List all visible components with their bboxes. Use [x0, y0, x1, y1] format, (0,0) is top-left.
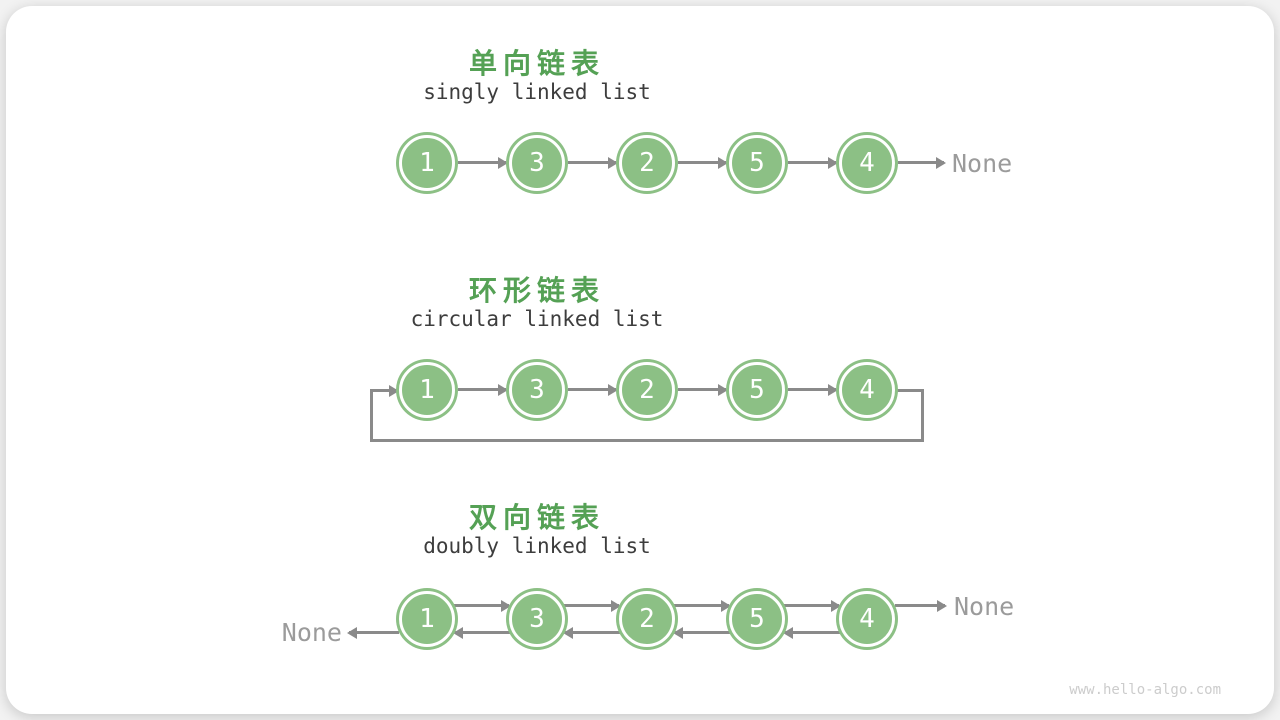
arrow-right-icon — [458, 161, 506, 164]
loop-back-path-segment — [896, 389, 922, 392]
doubly-node-5: 4 — [839, 591, 895, 647]
doubly-node-3: 2 — [619, 591, 675, 647]
circular-node-5: 4 — [839, 362, 895, 418]
circular-node-1: 1 — [399, 362, 455, 418]
singly-node-4: 5 — [729, 135, 785, 191]
arrow-right-icon — [898, 161, 944, 164]
singly-title-en: singly linked list — [423, 80, 651, 104]
singly-node-1: 1 — [399, 135, 455, 191]
singly-none-label: None — [952, 149, 1013, 178]
arrow-right-icon — [453, 604, 509, 607]
arrow-left-icon — [785, 631, 841, 634]
arrow-left-icon — [675, 631, 731, 634]
circular-title-en: circular linked list — [410, 307, 664, 331]
arrow-right-icon — [673, 604, 729, 607]
doubly-none-left-label: None — [281, 618, 342, 647]
singly-node-2: 3 — [509, 135, 565, 191]
circular-node-2: 3 — [509, 362, 565, 418]
watermark: www.hello-algo.com — [1069, 682, 1221, 698]
doubly-node-2: 3 — [509, 591, 565, 647]
arrow-left-icon — [565, 631, 621, 634]
arrow-right-icon — [895, 604, 945, 607]
arrow-right-icon — [568, 388, 616, 391]
arrow-right-icon — [563, 604, 619, 607]
arrow-right-icon — [788, 388, 836, 391]
arrow-right-icon — [568, 161, 616, 164]
arrow-left-icon — [349, 631, 399, 634]
doubly-node-1: 1 — [399, 591, 455, 647]
arrow-right-icon — [678, 161, 726, 164]
doubly-node-4: 5 — [729, 591, 785, 647]
diagram-card: 单向链表 singly linked list 1 3 2 5 4 None 环… — [6, 6, 1274, 714]
singly-node-3: 2 — [619, 135, 675, 191]
arrow-left-icon — [455, 631, 511, 634]
doubly-none-right-label: None — [954, 592, 1015, 621]
singly-title-zh: 单向链表 — [468, 47, 605, 80]
circular-node-3: 2 — [619, 362, 675, 418]
doubly-title-zh: 双向链表 — [468, 501, 605, 534]
arrow-right-icon — [788, 161, 836, 164]
singly-node-5: 4 — [839, 135, 895, 191]
arrow-right-icon — [783, 604, 839, 607]
circular-node-4: 5 — [729, 362, 785, 418]
arrow-right-icon — [458, 388, 506, 391]
arrow-right-icon — [678, 388, 726, 391]
loop-back-path — [370, 389, 924, 442]
doubly-title-en: doubly linked list — [423, 534, 651, 558]
circular-title-zh: 环形链表 — [468, 274, 605, 307]
loop-entry-arrow-icon — [371, 389, 397, 392]
